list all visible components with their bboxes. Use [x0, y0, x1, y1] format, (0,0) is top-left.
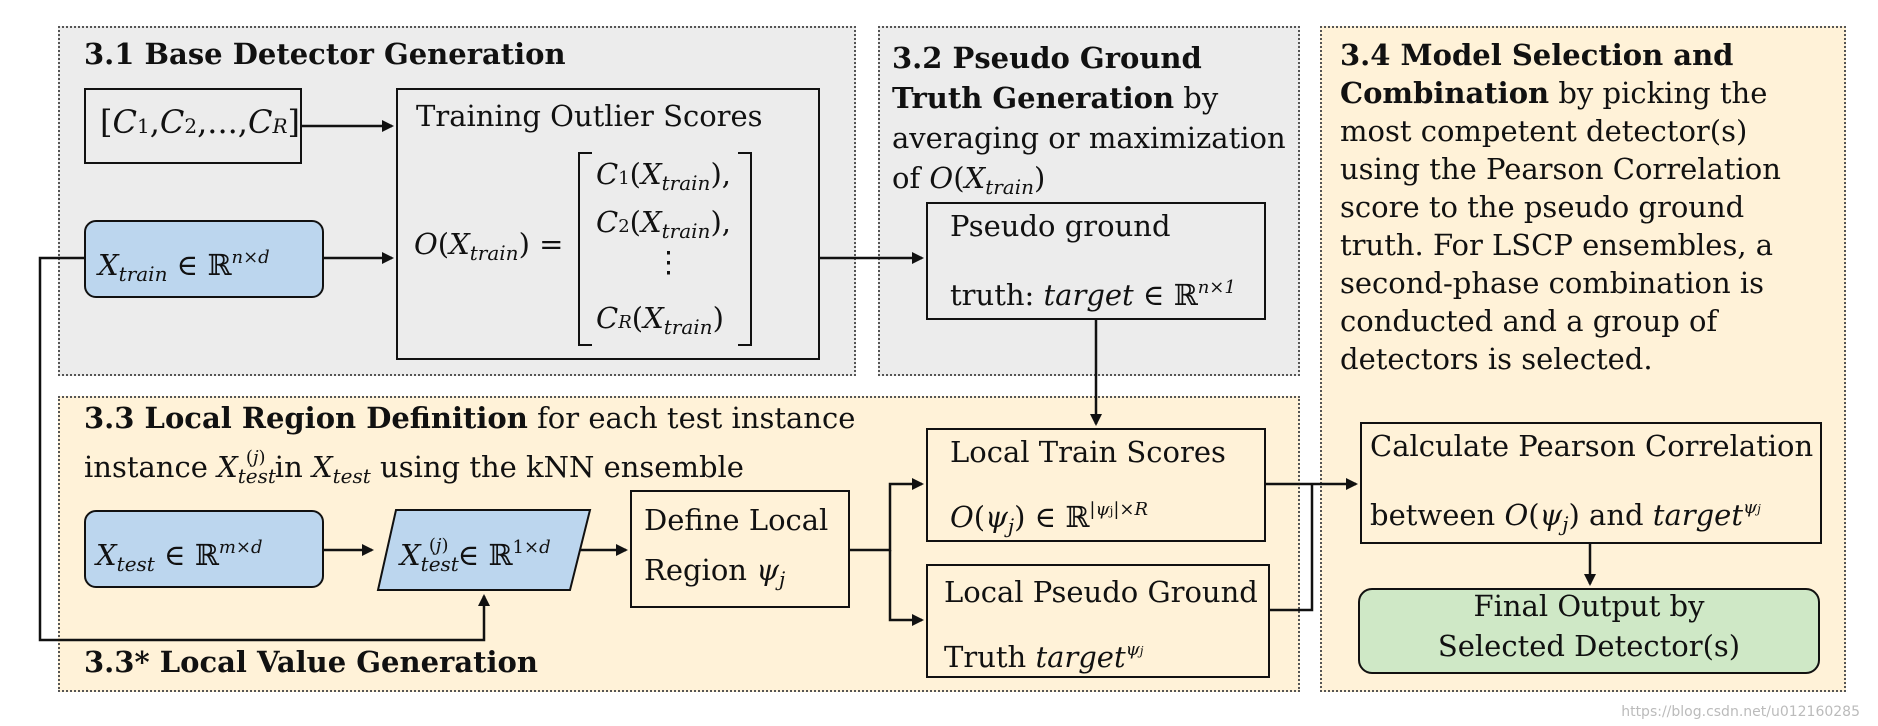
- local-train-line2: O(ψj) ∈ ℝ|ψj|×R: [950, 499, 1149, 538]
- panel-32-title: 3.2 Pseudo Ground Truth Generation by av…: [892, 41, 1286, 199]
- local-pseudo-line2: Truth targetψj: [944, 639, 1144, 674]
- arrow-define-to-local-pseudo: [888, 550, 924, 626]
- x-test-node: [84, 510, 324, 588]
- score-row-1: C1(Xtrain),: [596, 157, 731, 195]
- local-pseudo-line1: Local Pseudo Ground: [944, 575, 1258, 609]
- detector-list-box: [84, 88, 302, 164]
- x-test-j-node: [376, 509, 592, 591]
- panel-31-title: 3.1 Base Detector Generation: [84, 37, 566, 71]
- pseudo-gt-line2: truth: target ∈ ℝn×1: [950, 277, 1236, 312]
- define-local-line2: Region ψj: [644, 553, 786, 591]
- score-matrix-lhs: O(Xtrain) =: [414, 227, 564, 265]
- score-matrix-bracket-right: [738, 152, 752, 346]
- panel-model-selection: [1320, 26, 1846, 692]
- local-pseudo-ground-truth-box: [926, 564, 1270, 678]
- x-train-label: Xtrain ∈ ℝn×d: [98, 247, 270, 286]
- training-outlier-scores-label: Training Outlier Scores: [416, 99, 763, 133]
- score-row-r: CR(Xtrain): [596, 301, 724, 339]
- pearson-correlation-box: [1360, 422, 1822, 544]
- pearson-line1: Calculate Pearson Correlation: [1370, 429, 1814, 463]
- score-row-2: C2(Xtrain),: [596, 205, 731, 243]
- watermark-text: https://blog.csdn.net/u012160285: [1621, 704, 1860, 720]
- panel-33-title: 3.3 Local Region Definition for each tes…: [84, 401, 856, 435]
- final-output-line1: Final Output by: [1473, 589, 1705, 623]
- local-train-line1: Local Train Scores: [950, 435, 1226, 469]
- pearson-line2: between O(ψj) and targetψj: [1370, 497, 1761, 536]
- detector-list-text: [C1,C2,...,CR]: [100, 103, 300, 141]
- x-train-node: [84, 220, 324, 298]
- arrow-local-pseudo-to-pearson: [1270, 484, 1314, 612]
- training-outlier-scores-box: [396, 88, 820, 360]
- arrow-xtrain-loop: [38, 256, 490, 642]
- panel-34-text: 3.4 Model Selection and Combination by p…: [1340, 38, 1781, 376]
- pseudo-ground-truth-box: [926, 202, 1266, 320]
- x-test-label: Xtest ∈ ℝm×d: [96, 537, 263, 576]
- score-matrix-bracket-left: [578, 152, 592, 346]
- define-local-region-box: [630, 490, 850, 608]
- final-output-node: [1358, 588, 1820, 674]
- local-train-scores-box: [926, 428, 1266, 542]
- final-output-line2: Selected Detector(s): [1437, 629, 1741, 663]
- x-test-j-label: Xtest(j) ∈ ℝ1×d: [400, 535, 551, 576]
- arrow-define-to-local-train: [850, 478, 924, 552]
- define-local-line1: Define Local: [644, 503, 829, 537]
- pseudo-gt-line1: Pseudo ground: [950, 209, 1171, 243]
- panel-33-footer: 3.3* Local Value Generation: [84, 645, 538, 679]
- score-row-dots: ⋮: [654, 245, 683, 279]
